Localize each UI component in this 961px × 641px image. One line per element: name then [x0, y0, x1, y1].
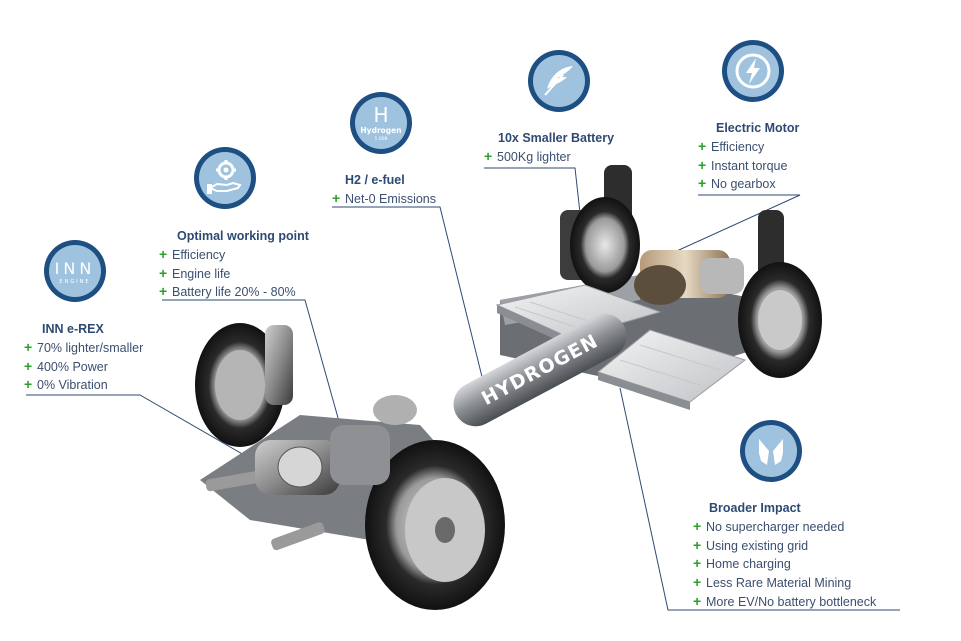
- benefit-item: + Home charging: [693, 555, 876, 574]
- svg-text:Hydrogen: Hydrogen: [360, 126, 401, 135]
- benefit-list: + Efficiency + Engine life + Battery life 20%…: [159, 246, 309, 302]
- benefit-text: Using existing grid: [706, 538, 809, 553]
- benefit-text: More EV/No battery bottleneck: [706, 594, 877, 609]
- leader-line-inn: [26, 394, 271, 471]
- benefit-item: + Less Rare Material Mining: [693, 574, 876, 593]
- hands-badge: [740, 420, 802, 482]
- benefit-list: + No supercharger needed + Using existing g…: [693, 518, 876, 612]
- lightning-bolt-icon: [735, 53, 771, 89]
- benefit-list: +500Kg lighter: [484, 148, 614, 167]
- benefit-text: No supercharger needed: [706, 520, 845, 534]
- benefit-item: + More EV/No battery bottleneck: [693, 593, 876, 612]
- benefit-item: +0% Vibration: [24, 376, 143, 395]
- plus-icon: +: [693, 518, 702, 534]
- gear-hand-badge: [194, 147, 256, 209]
- benefit-item: +70% lighter/smaller: [24, 339, 143, 358]
- benefit-item: +400% Power: [24, 358, 143, 377]
- benefit-list: +70% lighter/smaller+400% Power+0% Vibra…: [24, 339, 143, 395]
- inn-engine-logo-badge: INN ENGINE: [44, 240, 106, 302]
- benefit-item: + No gearbox: [698, 175, 799, 194]
- gear-hand-icon: [207, 160, 242, 194]
- svg-text:1.008: 1.008: [375, 136, 388, 142]
- callout-impact: Broader Impact + No supercharger needed + U…: [693, 501, 876, 612]
- feather-badge: [528, 50, 590, 112]
- plus-icon: +: [24, 376, 33, 393]
- benefit-item: + Using existing grid: [693, 537, 876, 556]
- plus-icon: +: [24, 357, 33, 374]
- plus-icon: +: [693, 574, 702, 591]
- callout-h2: H2 / e-fuel + Net-0 Emissions: [332, 173, 436, 209]
- erex-engine: [255, 395, 417, 495]
- benefit-text: Efficiency: [711, 140, 765, 154]
- callout-working-point: Optimal working point + Efficiency + Engine…: [159, 229, 309, 302]
- benefit-item: + Engine life: [159, 265, 309, 284]
- leader-line-motor: [667, 194, 801, 256]
- benefit-item: +500Kg lighter: [484, 148, 614, 167]
- feather-icon: [544, 66, 573, 96]
- leader-line-h2: [332, 206, 488, 398]
- benefit-text: Instant torque: [711, 158, 788, 173]
- benefit-text: Efficiency: [172, 248, 226, 262]
- benefit-item: + Battery life 20% - 80%: [159, 283, 309, 302]
- plus-icon: +: [24, 339, 33, 355]
- benefit-text: Engine life: [172, 266, 231, 281]
- benefit-text: 70% lighter/smaller: [37, 341, 144, 355]
- benefit-list: + Net-0 Emissions: [332, 190, 436, 209]
- benefit-text: 0% Vibration: [37, 378, 108, 393]
- leader-line-impact: [619, 387, 900, 611]
- benefit-text: Home charging: [706, 557, 791, 572]
- plus-icon: +: [159, 246, 168, 262]
- plus-icon: +: [159, 283, 168, 300]
- plus-icon: +: [698, 156, 707, 173]
- svg-text:ENGINE: ENGINE: [59, 279, 90, 285]
- lightning-badge: [722, 40, 784, 102]
- benefit-item: + Efficiency: [159, 246, 309, 265]
- plus-icon: +: [698, 138, 707, 154]
- benefit-item: + Net-0 Emissions: [332, 190, 436, 209]
- benefit-text: No gearbox: [711, 177, 776, 192]
- plus-icon: +: [693, 592, 702, 609]
- benefit-text: 400% Power: [37, 359, 108, 374]
- leader-lines: [26, 167, 900, 611]
- plus-icon: +: [332, 190, 341, 206]
- benefit-item: + No supercharger needed: [693, 518, 876, 537]
- callout-title: 10x Smaller Battery: [498, 131, 615, 145]
- callout-battery: 10x Smaller Battery +500Kg lighter: [484, 131, 615, 167]
- callout-inn-erex: INN e-REX +70% lighter/smaller+400% Powe…: [24, 322, 143, 395]
- inn-engine-logo-icon: INN ENGINE: [55, 259, 96, 285]
- callout-motor: Electric Motor + Efficiency + Instant torqu…: [698, 121, 800, 194]
- leader-line-working-point: [162, 299, 341, 426]
- benefit-text: Battery life 20% - 80%: [172, 285, 296, 300]
- battery-packs: [495, 284, 747, 410]
- hydrogen-badge: H Hydrogen 1.008: [350, 92, 412, 154]
- plus-icon: +: [484, 148, 493, 164]
- hydrogen-element-icon: H Hydrogen 1.008: [360, 103, 401, 142]
- benefit-item: + Instant torque: [698, 157, 799, 176]
- svg-text:H: H: [373, 103, 388, 127]
- hands-icon: [759, 439, 783, 465]
- svg-text:INN: INN: [55, 259, 96, 278]
- benefit-item: + Efficiency: [698, 138, 799, 157]
- benefit-list: + Efficiency + Instant torque + No gearbox: [698, 138, 799, 194]
- callout-title: Optimal working point: [177, 229, 309, 243]
- plus-icon: +: [693, 536, 702, 553]
- plus-icon: +: [159, 264, 168, 281]
- callout-title: Electric Motor: [716, 121, 800, 135]
- callout-title: INN e-REX: [42, 322, 104, 336]
- plus-icon: +: [693, 555, 702, 572]
- benefit-text: Net-0 Emissions: [345, 192, 436, 206]
- benefit-text: Less Rare Material Mining: [706, 576, 852, 591]
- callout-title: H2 / e-fuel: [345, 173, 405, 187]
- plus-icon: +: [698, 175, 707, 192]
- benefit-text: 500Kg lighter: [497, 150, 571, 164]
- front-axle: [195, 323, 505, 610]
- callout-title: Broader Impact: [709, 501, 801, 515]
